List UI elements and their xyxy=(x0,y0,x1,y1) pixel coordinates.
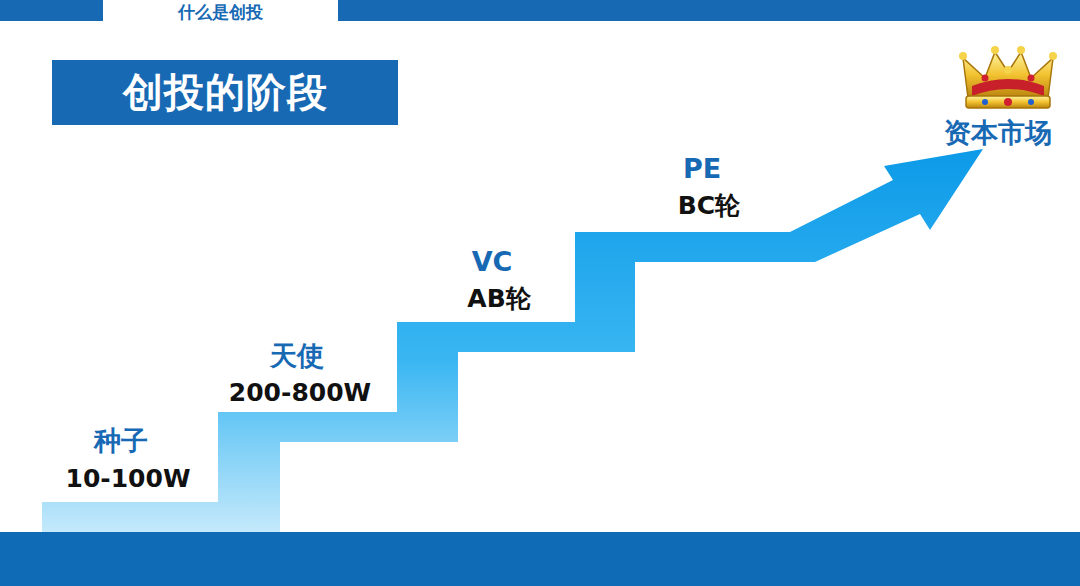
stage-amount: BC轮 xyxy=(678,192,740,221)
staircase-arrow xyxy=(42,149,983,532)
stage-amount: AB轮 xyxy=(467,285,530,314)
title-box: 创投的阶段 xyxy=(52,60,398,125)
section-tab: 什么是创投 xyxy=(178,3,263,23)
stage-name: 天使 xyxy=(270,340,324,371)
market-label: 资本市场 xyxy=(944,117,1052,148)
stage-amount: 10-100W xyxy=(66,465,191,494)
stage-name: VC xyxy=(472,246,513,277)
crown-icon xyxy=(959,46,1057,108)
top-bar xyxy=(338,0,1080,21)
stage-amount: 200-800W xyxy=(229,379,371,408)
stage-name: 种子 xyxy=(94,425,148,456)
stage-name: PE xyxy=(683,153,721,184)
title-text: 创投的阶段 xyxy=(123,65,328,120)
bottom-band xyxy=(0,532,1080,586)
top-bar xyxy=(0,0,103,21)
